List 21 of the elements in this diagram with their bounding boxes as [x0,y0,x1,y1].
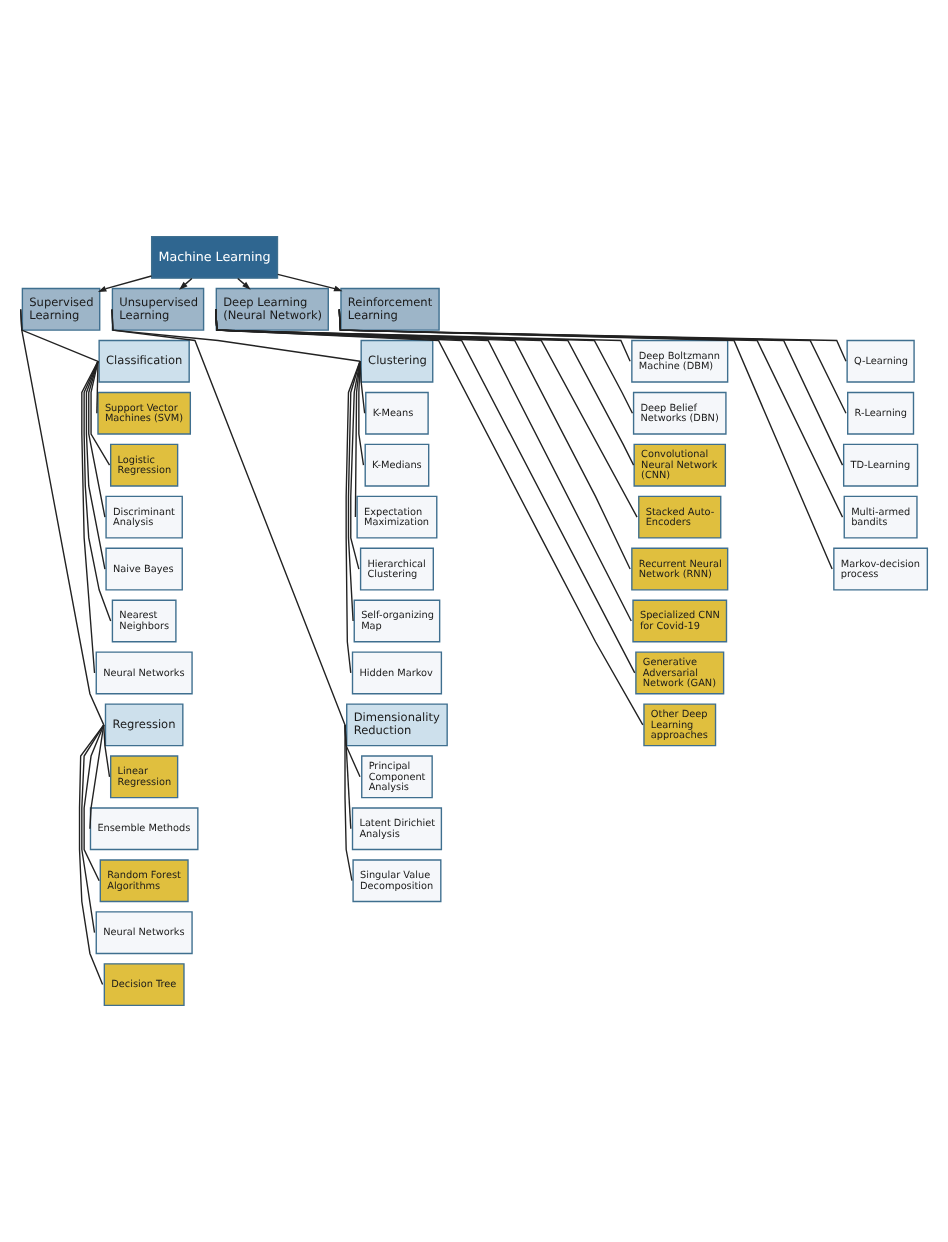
connector [103,724,111,778]
connector [338,308,833,570]
connector [83,360,112,622]
connector [88,360,106,518]
connector [96,360,99,414]
connector [19,308,105,726]
connector [90,360,111,466]
connector [85,360,106,570]
connector [358,360,365,466]
arrow [97,275,153,293]
connector [83,724,105,882]
arrow [277,273,343,292]
connector [89,724,105,830]
connector [344,724,353,882]
connector [345,360,361,674]
connector [78,724,105,986]
connector [81,360,99,674]
arrow [179,277,193,290]
connector [81,724,105,934]
arrow [237,277,251,290]
connector [347,360,361,622]
